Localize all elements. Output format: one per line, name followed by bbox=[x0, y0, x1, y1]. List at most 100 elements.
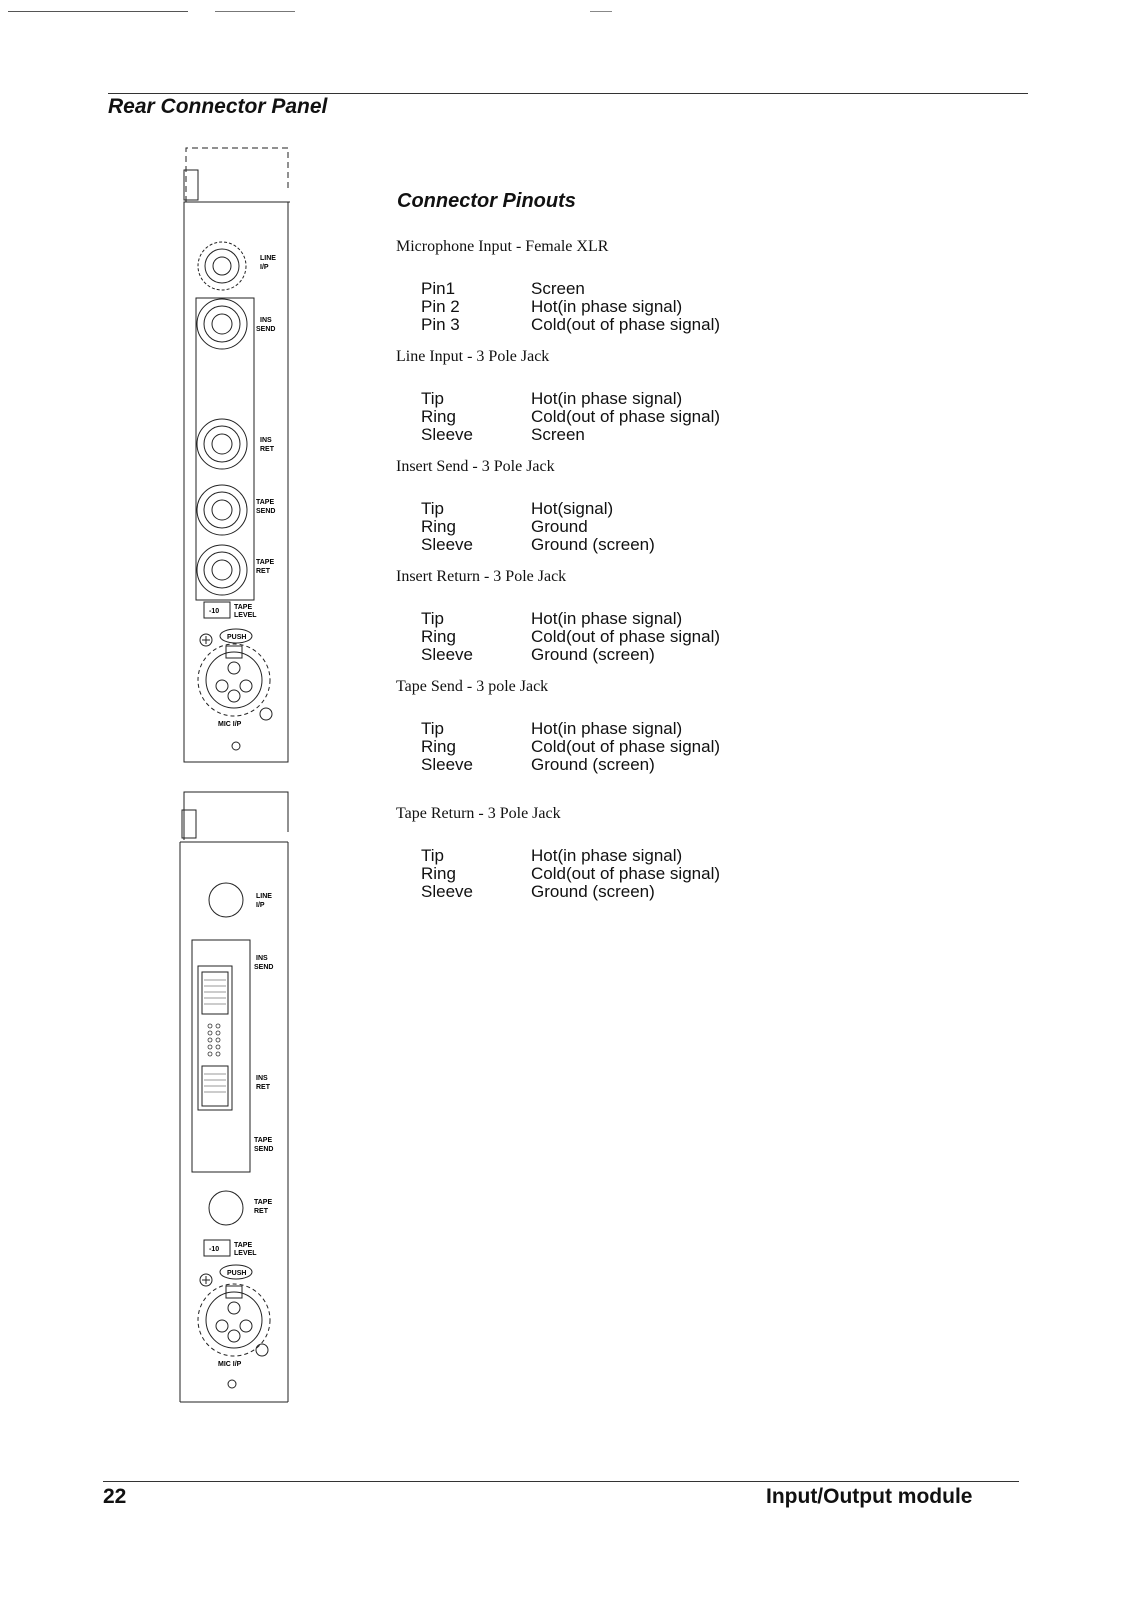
pin-name: Sleeve bbox=[421, 425, 473, 444]
label-push: PUSH bbox=[227, 1270, 246, 1277]
label-level: LEVEL bbox=[234, 1250, 257, 1257]
pin-name: Tip bbox=[421, 609, 444, 628]
pin-row: Pin 2 Hot(in phase signal) bbox=[421, 298, 720, 316]
pin-row: Sleeve Screen bbox=[421, 426, 720, 444]
insert-send-jack bbox=[196, 298, 248, 350]
pin-name: Tip bbox=[421, 719, 444, 738]
group-title: Insert Return - 3 Pole Jack bbox=[396, 568, 567, 585]
pin-name: Sleeve bbox=[421, 755, 473, 774]
tape-return-jack bbox=[196, 544, 248, 596]
label-minus10: -10 bbox=[209, 1246, 219, 1253]
pin-signal: Cold(out of phase signal) bbox=[531, 864, 721, 883]
label-level: LEVEL bbox=[234, 612, 257, 619]
pin-row: Ring Cold(out of phase signal) bbox=[421, 865, 720, 883]
pin-row: Tip Hot(in phase signal) bbox=[421, 720, 720, 738]
group-title: Microphone Input - Female XLR bbox=[396, 238, 609, 255]
pin-signal: Hot(in phase signal) bbox=[531, 609, 683, 628]
pin-name: Tip bbox=[421, 846, 444, 865]
header-rule bbox=[108, 93, 1028, 94]
label-ins: INS bbox=[256, 955, 268, 962]
pin-signal: Hot(in phase signal) bbox=[531, 719, 683, 738]
label-ret: RET bbox=[256, 568, 271, 575]
label-ret: RET bbox=[256, 1084, 271, 1091]
tape-send-jack bbox=[196, 484, 248, 536]
label-ins: INS bbox=[256, 1075, 268, 1082]
pin-signal: Ground (screen) bbox=[531, 645, 655, 664]
pin-name: Ring bbox=[421, 864, 456, 883]
label-tape: TAPE bbox=[254, 1137, 272, 1144]
pin-signal: Hot(signal) bbox=[531, 499, 614, 518]
pin-signal: Cold(out of phase signal) bbox=[531, 627, 721, 646]
pin-signal: Hot(in phase signal) bbox=[531, 389, 683, 408]
scan-mark bbox=[215, 11, 295, 12]
pin-row: Ring Cold(out of phase signal) bbox=[421, 738, 720, 756]
group-title: Tape Return - 3 Pole Jack bbox=[396, 805, 561, 822]
section-title: Rear Connector Panel bbox=[108, 95, 328, 118]
pin-table: Tip Hot(in phase signal) Ring Cold(out of … bbox=[421, 610, 720, 664]
pin-signal: Hot(in phase signal) bbox=[531, 297, 683, 316]
label-push: PUSH bbox=[227, 634, 246, 641]
insert-return-jack bbox=[196, 418, 248, 470]
page-number: 22 bbox=[103, 1485, 127, 1508]
pin-name: Sleeve bbox=[421, 645, 473, 664]
label-tape: TAPE bbox=[234, 604, 252, 611]
label-tape: TAPE bbox=[256, 559, 274, 566]
pin-name: Ring bbox=[421, 407, 456, 426]
label-minus10: -10 bbox=[209, 608, 219, 615]
scan-mark bbox=[8, 11, 188, 12]
group-title: Tape Send - 3 pole Jack bbox=[396, 678, 549, 695]
pin-row: Sleeve Ground (screen) bbox=[421, 646, 720, 664]
label-send: SEND bbox=[254, 1146, 273, 1153]
label-ip: I/P bbox=[256, 902, 265, 909]
pin-name: Pin 2 bbox=[421, 297, 460, 316]
pin-signal: Hot(in phase signal) bbox=[531, 846, 683, 865]
pin-signal: Screen bbox=[531, 279, 585, 298]
label-send: SEND bbox=[254, 964, 273, 971]
pin-signal: Ground (screen) bbox=[531, 882, 655, 901]
connector-pinouts-heading: Connector Pinouts bbox=[397, 190, 576, 212]
pin-name: Ring bbox=[421, 737, 456, 756]
label-ins: INS bbox=[260, 437, 272, 444]
pin-signal: Ground (screen) bbox=[531, 755, 655, 774]
pin-row: Ring Cold(out of phase signal) bbox=[421, 628, 720, 646]
pin-row: Pin 3 Cold(out of phase signal) bbox=[421, 316, 720, 334]
label-ins: INS bbox=[260, 317, 272, 324]
pin-row: Sleeve Ground (screen) bbox=[421, 756, 720, 774]
pin-row: Tip Hot(in phase signal) bbox=[421, 390, 720, 408]
label-tape: TAPE bbox=[256, 499, 274, 506]
pin-name: Pin1 bbox=[421, 279, 456, 298]
rear-panel-drawing: LINE I/P INS SEND INS RET TAPE SEND TAPE… bbox=[179, 147, 290, 1403]
pin-row: Pin1 Screen bbox=[421, 280, 720, 298]
pin-name: Tip bbox=[421, 499, 444, 518]
pin-name: Ring bbox=[421, 517, 456, 536]
label-ret: RET bbox=[260, 446, 275, 453]
pin-signal: Cold(out of phase signal) bbox=[531, 315, 721, 334]
pin-table: Pin1 Screen Pin 2 Hot(in phase signal) Pin… bbox=[421, 280, 720, 334]
pin-name: Sleeve bbox=[421, 535, 473, 554]
mic-xlr-connector bbox=[197, 643, 271, 717]
scan-mark bbox=[590, 11, 612, 12]
label-tape: TAPE bbox=[234, 1242, 252, 1249]
pin-signal: Screen bbox=[531, 425, 585, 444]
label-send: SEND bbox=[256, 326, 275, 333]
pin-table: Tip Hot(in phase signal) Ring Cold(out of … bbox=[421, 847, 720, 901]
pin-row: Tip Hot(in phase signal) bbox=[421, 847, 720, 865]
pin-name: Tip bbox=[421, 389, 444, 408]
group-title: Insert Send - 3 Pole Jack bbox=[396, 458, 555, 475]
label-mic-ip: MIC I/P bbox=[218, 721, 242, 728]
label-ret: RET bbox=[254, 1208, 269, 1215]
pin-signal: Cold(out of phase signal) bbox=[531, 737, 721, 756]
pin-name: Ring bbox=[421, 627, 456, 646]
module-name: Input/Output module bbox=[766, 1485, 973, 1508]
pin-row: Tip Hot(signal) bbox=[421, 500, 655, 518]
label-tape: TAPE bbox=[254, 1199, 272, 1206]
label-line: LINE bbox=[256, 893, 272, 900]
pin-name: Pin 3 bbox=[421, 315, 460, 334]
label-mic-ip: MIC I/P bbox=[218, 1361, 242, 1368]
footer-rule bbox=[103, 1481, 1019, 1482]
pin-table: Tip Hot(in phase signal) Ring Cold(out of … bbox=[421, 720, 720, 774]
